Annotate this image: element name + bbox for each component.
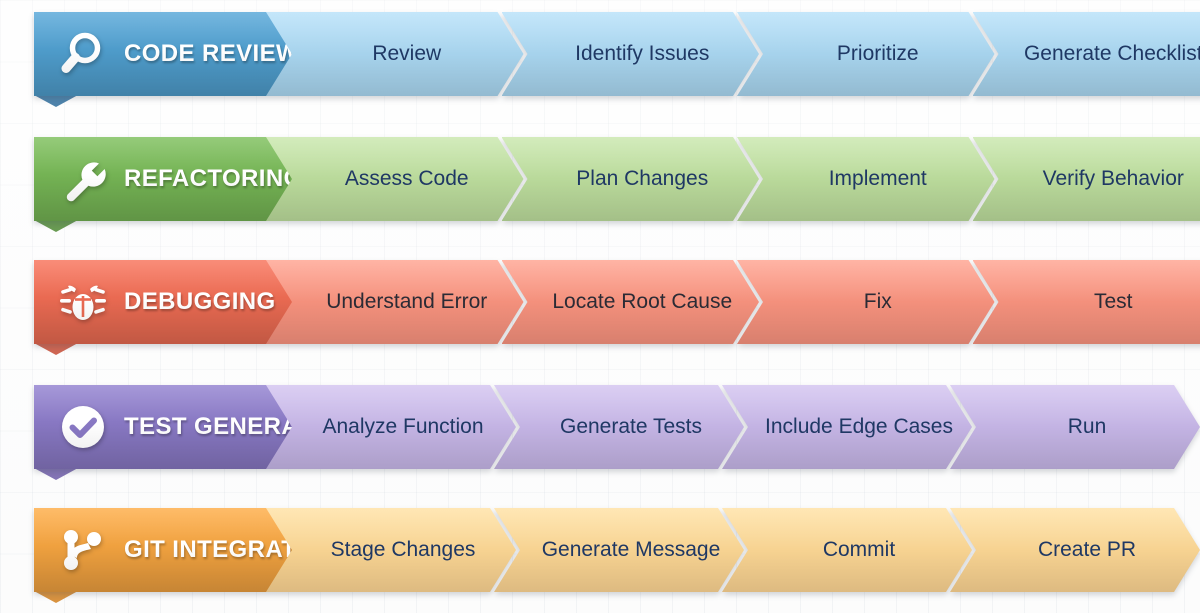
row-label-code-review[interactable]: CODE REVIEW (34, 12, 314, 96)
step-test-generation-4[interactable]: Run (950, 385, 1200, 469)
step-refactoring-4[interactable]: Verify Behavior (973, 137, 1200, 221)
row-label-refactoring[interactable]: REFACTORING (34, 137, 314, 221)
magnifier-icon (56, 27, 110, 81)
row-steps-refactoring: Assess Code Plan Changes Implement Verify B… (288, 137, 1200, 221)
step-label: Generate Checklist (1023, 42, 1200, 65)
row-label-text-code-review: CODE REVIEW (124, 40, 300, 67)
step-git-integration-3[interactable]: Commit (722, 508, 972, 592)
row-label-test-generation[interactable]: TEST GENERATION (34, 385, 314, 469)
workflow-row-git-integration[interactable]: GIT INTEGRATION Stage Changes Generate Mes… (0, 508, 1200, 603)
step-debugging-3[interactable]: Fix (737, 260, 995, 344)
check-circle-icon (56, 400, 110, 454)
row-steps-code-review: Review Identify Issues Prioritize Generate … (288, 12, 1200, 96)
step-test-generation-3[interactable]: Include Edge Cases (722, 385, 972, 469)
ribbon-band-debugging: DEBUGGING Understand Error Locate Root Cau… (34, 260, 1200, 344)
row-steps-test-generation: Analyze Function Generate Tests Include Ed… (288, 385, 1200, 469)
workflow-row-refactoring[interactable]: REFACTORING Assess Code Plan Changes Implem… (0, 137, 1200, 232)
step-label: Analyze Function (322, 415, 484, 438)
step-code-review-3[interactable]: Prioritize (737, 12, 995, 96)
step-label: Generate Message (541, 538, 721, 561)
step-refactoring-2[interactable]: Plan Changes (502, 137, 760, 221)
ribbon-fold-git-integration (34, 591, 78, 603)
ribbon-fold-test-generation (34, 468, 78, 480)
step-label: Understand Error (326, 290, 488, 313)
step-label: Fix (863, 290, 892, 313)
ribbon-fold-refactoring (34, 220, 78, 232)
step-debugging-4[interactable]: Test (973, 260, 1200, 344)
step-label: Plan Changes (576, 167, 709, 190)
step-refactoring-3[interactable]: Implement (737, 137, 995, 221)
bug-icon (56, 275, 110, 329)
step-test-generation-1[interactable]: Analyze Function (266, 385, 516, 469)
step-git-integration-2[interactable]: Generate Message (494, 508, 744, 592)
row-steps-debugging: Understand Error Locate Root Cause Fix Test (288, 260, 1200, 344)
step-label: Identify Issues (575, 42, 710, 65)
row-label-git-integration[interactable]: GIT INTEGRATION (34, 508, 314, 592)
step-label: Implement (828, 167, 927, 190)
step-label: Prioritize (836, 42, 919, 65)
step-label: Run (1067, 415, 1107, 438)
step-refactoring-1[interactable]: Assess Code (266, 137, 524, 221)
step-git-integration-4[interactable]: Create PR (950, 508, 1200, 592)
step-code-review-4[interactable]: Generate Checklist (973, 12, 1200, 96)
step-label: Test (1093, 290, 1133, 313)
ribbon-band-test-generation: TEST GENERATION Analyze Function Generate … (34, 385, 1200, 469)
ribbon-fold-debugging (34, 343, 78, 355)
step-label: Create PR (1037, 538, 1137, 561)
ribbon-band-code-review: CODE REVIEW Review Identify Issues Prioriti… (34, 12, 1200, 96)
step-code-review-2[interactable]: Identify Issues (502, 12, 760, 96)
row-steps-git-integration: Stage Changes Generate Message Commit Creat… (288, 508, 1200, 592)
step-label: Review (372, 42, 442, 65)
ribbon-fold-code-review (34, 95, 78, 107)
wrench-icon (56, 152, 110, 206)
step-git-integration-1[interactable]: Stage Changes (266, 508, 516, 592)
step-label: Locate Root Cause (552, 290, 733, 313)
step-label: Include Edge Cases (765, 415, 953, 438)
git-branch-icon (56, 523, 110, 577)
workflow-row-code-review[interactable]: CODE REVIEW Review Identify Issues Prioriti… (0, 12, 1200, 107)
row-label-text-debugging: DEBUGGING (124, 288, 276, 315)
step-label: Generate Tests (559, 415, 703, 438)
workflow-row-debugging[interactable]: DEBUGGING Understand Error Locate Root Cau… (0, 260, 1200, 355)
step-label: Commit (822, 538, 896, 561)
row-label-text-refactoring: REFACTORING (124, 165, 303, 192)
ribbon-band-git-integration: GIT INTEGRATION Stage Changes Generate Mes… (34, 508, 1200, 592)
step-code-review-1[interactable]: Review (266, 12, 524, 96)
step-test-generation-2[interactable]: Generate Tests (494, 385, 744, 469)
step-debugging-2[interactable]: Locate Root Cause (502, 260, 760, 344)
workflow-row-test-generation[interactable]: TEST GENERATION Analyze Function Generate … (0, 385, 1200, 480)
step-label: Assess Code (344, 167, 469, 190)
step-debugging-1[interactable]: Understand Error (266, 260, 524, 344)
step-label: Verify Behavior (1042, 167, 1184, 190)
ribbon-band-refactoring: REFACTORING Assess Code Plan Changes Implem… (34, 137, 1200, 221)
row-label-debugging[interactable]: DEBUGGING (34, 260, 314, 344)
step-label: Stage Changes (330, 538, 476, 561)
